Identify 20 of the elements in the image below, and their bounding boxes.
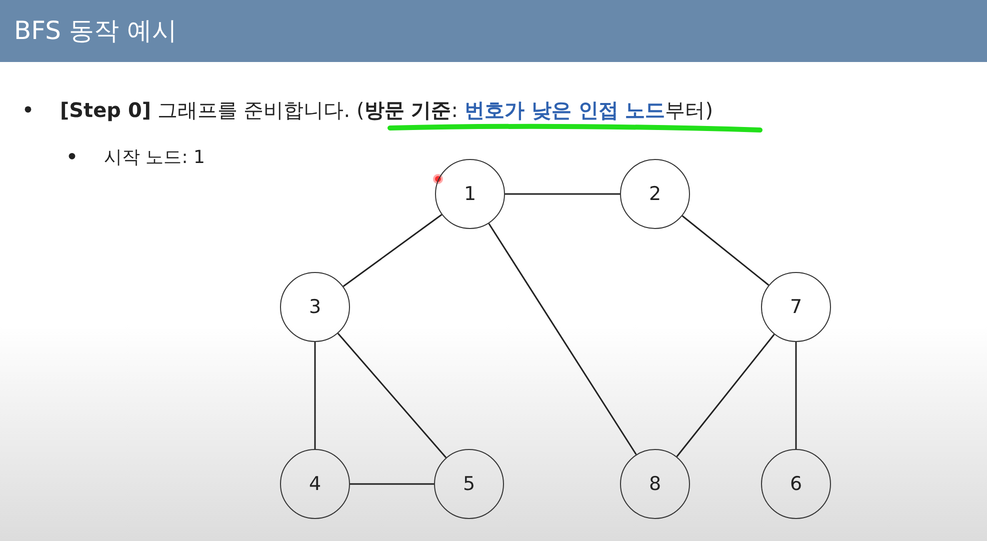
edge-line xyxy=(488,223,637,455)
edge-line xyxy=(682,215,770,286)
bullet-text: 시작 노드: 1 xyxy=(104,146,205,169)
edge-line xyxy=(795,342,797,449)
node-circle: 8 xyxy=(620,449,690,519)
edge-line xyxy=(505,193,620,195)
node-circle: 5 xyxy=(434,449,504,519)
edge-line xyxy=(350,483,434,485)
edge-line xyxy=(314,342,316,449)
node-circle: 3 xyxy=(280,272,350,342)
node-circle: 1 xyxy=(435,159,505,229)
node-circle: 2 xyxy=(620,159,690,229)
edge-line xyxy=(342,214,442,287)
title: BFS 동작 예시 xyxy=(14,15,177,47)
edge-line xyxy=(676,334,775,458)
bullet-text: [Step 0] 그래프를 준비합니다. (방문 기준: 번호가 낮은 인접 노드부터) xyxy=(60,97,714,124)
node-circle: 7 xyxy=(761,272,831,342)
edge-line xyxy=(337,332,447,458)
node-circle: 4 xyxy=(280,449,350,519)
node-circle: 6 xyxy=(761,449,831,519)
